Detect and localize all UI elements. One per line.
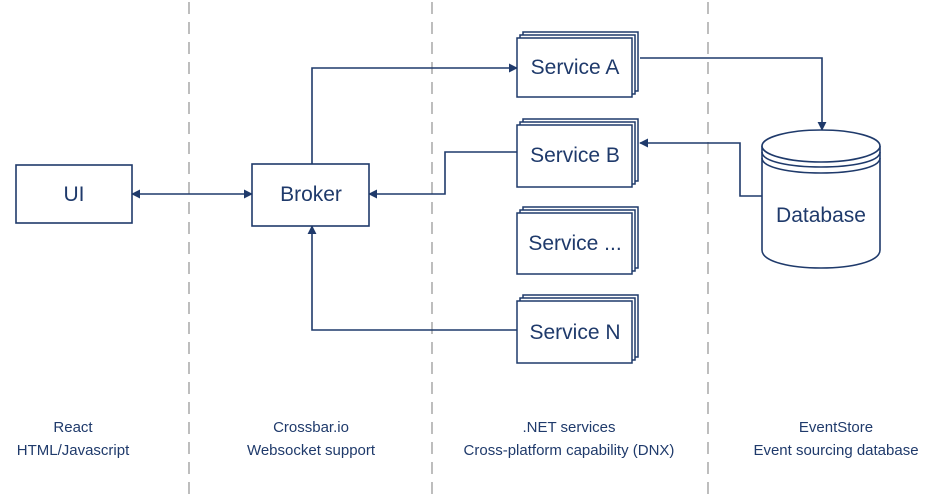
lane-captions: React HTML/Javascript Crossbar.io Websoc…: [17, 419, 919, 459]
broker-box: [251, 163, 370, 227]
service-n-label: Service N: [529, 321, 620, 344]
service-a-label: Service A: [531, 56, 620, 79]
lane-dividers: [188, 2, 709, 501]
service-a-node: Service A: [516, 31, 639, 98]
service-more-node: Service ...: [516, 206, 639, 275]
service-n-node: Service N: [516, 294, 639, 364]
database-cylinder-ring-2: [761, 157, 881, 174]
service-a-box: [516, 37, 633, 98]
database-to-service-b-connector: [639, 138, 762, 197]
broker-label: Broker: [280, 183, 342, 206]
store-caption-line2: Event sourcing database: [753, 442, 918, 459]
broker-caption-line1: Crossbar.io: [273, 419, 349, 436]
ui-label: UI: [64, 183, 85, 206]
client-caption-line1: React: [53, 419, 93, 436]
database-cylinder-body: [761, 146, 881, 269]
database-cylinder-ring-1: [761, 151, 881, 168]
service-more-label: Service ...: [528, 232, 621, 255]
ui-node: UI: [15, 164, 133, 224]
database-label: Database: [776, 204, 866, 227]
service-b-to-broker-connector: [368, 151, 517, 199]
service-more-box: [516, 212, 633, 275]
ui-box: [15, 164, 133, 224]
service-a-to-database-connector: [640, 57, 827, 131]
broker-caption-line2: Websocket support: [247, 442, 376, 459]
services-caption-line1: .NET services: [522, 419, 615, 436]
service-b-label: Service B: [530, 144, 620, 167]
service-n-to-broker-connector: [307, 225, 517, 331]
broker-node: Broker: [251, 163, 370, 227]
database-node: Database: [761, 129, 881, 269]
services-caption-line2: Cross-platform capability (DNX): [464, 442, 675, 459]
database-cylinder-top: [761, 129, 881, 163]
broker-to-service-a-connector: [311, 63, 518, 164]
client-caption-line2: HTML/Javascript: [17, 442, 130, 459]
service-b-node: Service B: [516, 118, 639, 188]
service-b-box: [516, 124, 633, 188]
service-n-box: [516, 300, 633, 364]
store-caption-line1: EventStore: [799, 419, 873, 436]
